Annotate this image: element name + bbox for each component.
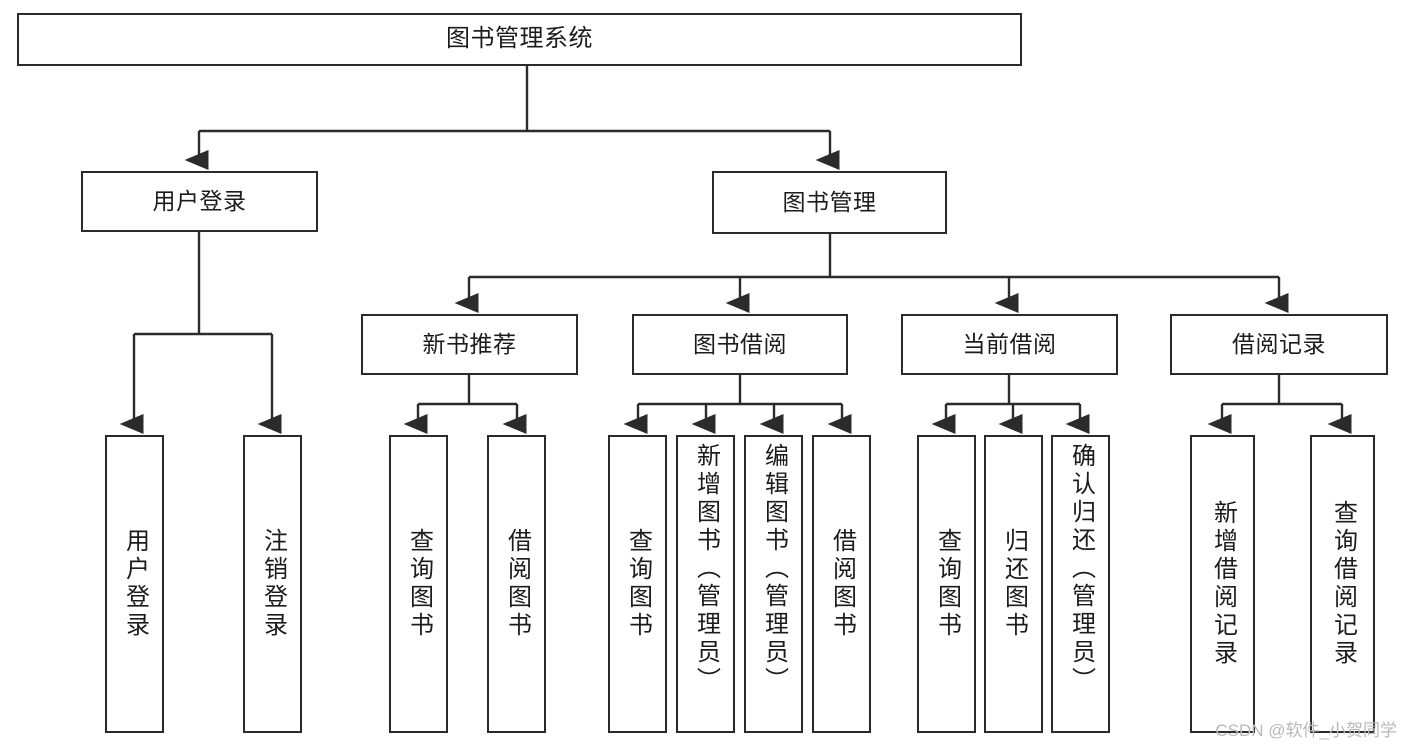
leaf-book-borrow-1[interactable]: 查询图书 — [608, 435, 667, 733]
leaf-book-borrow-2[interactable]: 新增图书（管理员） — [676, 435, 735, 733]
node-label: 用户登录 — [152, 187, 247, 214]
node-label: 编辑图书（管理员） — [760, 443, 788, 695]
node-root-book-management-system[interactable]: 图书管理系统 — [17, 13, 1022, 66]
node-label: 借阅记录 — [1232, 330, 1326, 357]
node-current-borrow[interactable]: 当前借阅 — [901, 314, 1118, 375]
node-label: 确认归还（管理员） — [1067, 443, 1095, 695]
node-label: 用户登录 — [121, 528, 149, 640]
node-label: 新书推荐 — [422, 330, 517, 357]
leaf-current-borrow-2[interactable]: 归还图书 — [984, 435, 1043, 733]
node-label: 图书借阅 — [693, 330, 787, 357]
node-new-book-recommend[interactable]: 新书推荐 — [361, 314, 578, 375]
leaf-borrow-record-1[interactable]: 新增借阅记录 — [1190, 435, 1255, 733]
node-label: 图书管理系统 — [446, 25, 593, 53]
leaf-current-borrow-3[interactable]: 确认归还（管理员） — [1051, 435, 1110, 733]
node-book-borrow[interactable]: 图书借阅 — [632, 314, 848, 375]
leaf-user-login-2[interactable]: 注销登录 — [243, 435, 302, 733]
node-label: 查询借阅记录 — [1329, 500, 1357, 668]
node-borrow-record[interactable]: 借阅记录 — [1170, 314, 1388, 375]
leaf-book-borrow-4[interactable]: 借阅图书 — [812, 435, 871, 733]
node-label: 图书管理 — [782, 188, 877, 215]
node-label: 查询图书 — [624, 528, 652, 640]
node-label: 查询图书 — [405, 528, 433, 640]
leaf-user-login-1[interactable]: 用户登录 — [105, 435, 164, 733]
leaf-borrow-record-2[interactable]: 查询借阅记录 — [1310, 435, 1375, 733]
node-label: 注销登录 — [259, 528, 287, 640]
node-label: 借阅图书 — [503, 528, 531, 640]
leaf-book-borrow-3[interactable]: 编辑图书（管理员） — [744, 435, 803, 733]
node-label: 查询图书 — [933, 528, 961, 640]
node-label: 新增图书（管理员） — [692, 443, 720, 695]
leaf-new-book-recommend-1[interactable]: 查询图书 — [389, 435, 448, 733]
node-label: 借阅图书 — [828, 528, 856, 640]
watermark-text: CSDN @软件_小贺同学 — [1215, 721, 1397, 740]
node-label: 当前借阅 — [962, 330, 1057, 357]
node-book-management[interactable]: 图书管理 — [712, 171, 947, 234]
node-user-login[interactable]: 用户登录 — [81, 171, 318, 232]
node-label: 归还图书 — [1000, 528, 1028, 640]
node-label: 新增借阅记录 — [1209, 500, 1237, 668]
leaf-new-book-recommend-2[interactable]: 借阅图书 — [487, 435, 546, 733]
leaf-current-borrow-1[interactable]: 查询图书 — [917, 435, 976, 733]
